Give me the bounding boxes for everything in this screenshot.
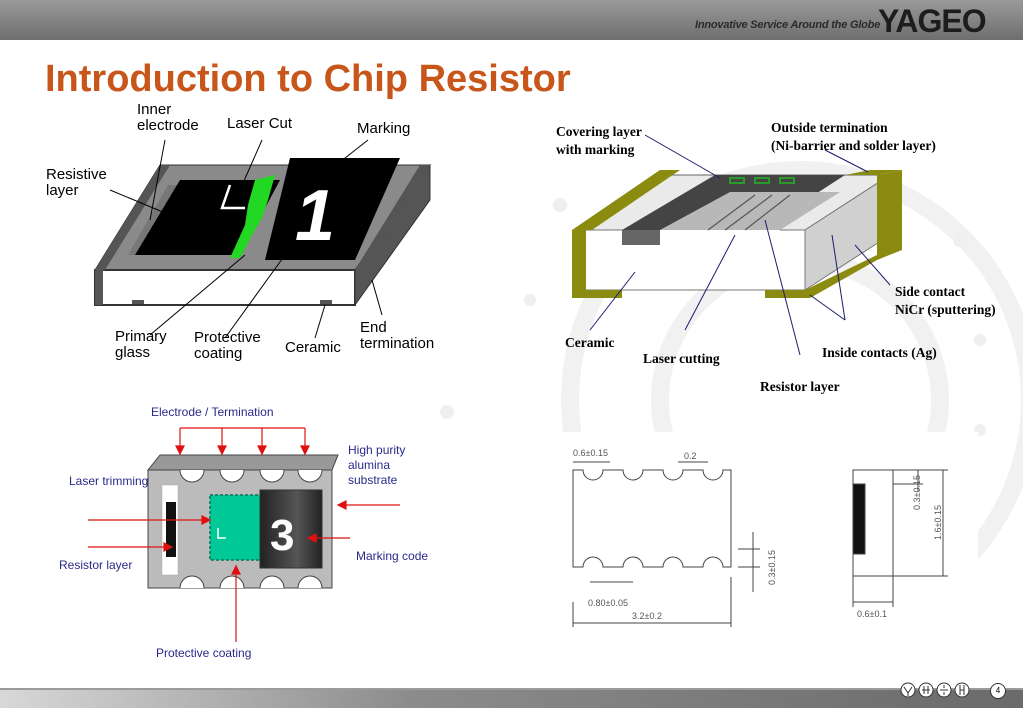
component-icons [900,682,970,698]
label-ceramic-2: Ceramic [565,335,615,350]
end-termination-right [355,165,430,270]
label-inside-contacts: Inside contacts (Ag) [822,345,937,360]
label-outside-termination: Outside termination(Ni-barrier and solde… [771,120,936,153]
marking-digit-3: 3 [270,511,294,560]
dim-terminal-width: 0.6±0.15 [573,448,608,458]
end-termination-left [95,165,170,270]
protective-coating-box [209,494,263,561]
label-marking: Marking [357,120,411,137]
outside-termination-right [845,170,902,175]
label-protective-coating-3: Protective coating [156,646,252,660]
page-number: 4 [990,683,1006,699]
outside-termination-left [572,170,680,230]
inner-electrode [128,185,178,255]
footer-line [0,688,1023,690]
chip-resistor-3d-diagram: 1 [94,139,431,339]
marking-code-box [259,489,323,569]
dim-thickness: 0.6±0.1 [857,609,887,619]
laser-cut-mark [220,184,245,210]
array-chip-diagram: 3 [88,427,400,642]
label-laser-cutting: Laser cutting [643,351,720,366]
dim-pitch: 0.80±0.05 [588,598,628,608]
header-tagline: Innovative Service Around the Globe [695,19,881,31]
dim-length: 3.2±0.2 [632,611,662,621]
dimension-drawing-panel [548,432,978,642]
resistor-layer-strip [166,502,176,557]
label-resistor-layer: Resistor layer [760,379,840,394]
dim-side-terminal: 0.3±0.15 [912,475,922,510]
label-resistor-layer-3: Resistor layer [59,558,133,572]
label-marking-code: Marking code [356,549,429,563]
dim-gap: 0.2 [684,451,697,461]
primary-glass-green [230,175,275,258]
antenna-icon [900,682,916,698]
ceramic-front [94,269,356,306]
chip-layers-3d-diagram [572,134,902,356]
dim-terminal-length: 0.3±0.15 [767,550,777,585]
dimension-drawing [572,461,948,627]
marking-digit: 1 [295,176,335,256]
footer-bar [0,690,1023,708]
label-laser-trimming: Laser trimming [69,474,149,488]
label-electrode-termination: Electrode / Termination [151,405,274,419]
alumina-substrate [146,454,339,471]
page-title: Introduction to Chip Resistor [45,58,571,100]
header-bar [0,0,1023,40]
yageo-logo: YAGEO [878,3,987,39]
label-ceramic: Ceramic [285,339,341,356]
label-laser-cut: Laser Cut [227,115,293,132]
dim-width: 1.6±0.15 [933,505,943,540]
marking-layer [265,158,400,260]
